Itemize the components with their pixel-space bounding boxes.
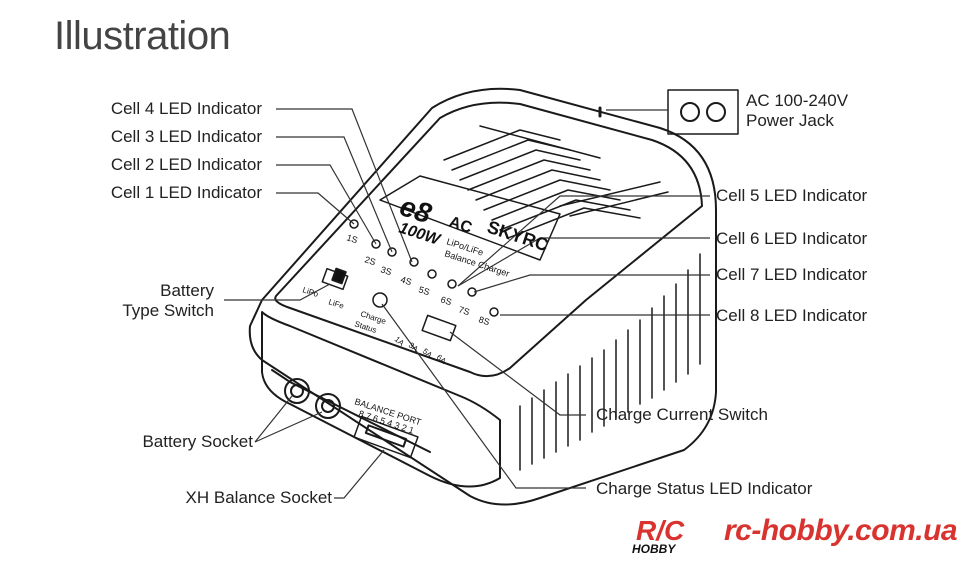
battery-socket-1 bbox=[284, 378, 310, 404]
page-title: Illustration bbox=[54, 14, 231, 58]
charge-status-led bbox=[372, 292, 388, 308]
label-cell3-led: Cell 3 LED Indicator bbox=[110, 127, 262, 146]
label-battery-type-switch-line1: Battery bbox=[160, 281, 214, 300]
cell3-led bbox=[387, 247, 397, 257]
current-3a: 3A bbox=[407, 341, 421, 355]
side-vents bbox=[519, 253, 701, 471]
label-ac-power-jack: AC 100-240V Power Jack bbox=[746, 91, 848, 131]
label-cell1-led: Cell 1 LED Indicator bbox=[110, 183, 262, 202]
rc-hobby-logo: R/C HOBBY bbox=[632, 515, 685, 556]
label-cell7-led: Cell 7 LED Indicator bbox=[716, 265, 868, 284]
charge-current-switch bbox=[421, 314, 457, 342]
label-plate bbox=[379, 175, 561, 261]
cell4-led bbox=[409, 257, 419, 267]
cell5-led bbox=[427, 269, 437, 279]
logo-rc: R/C bbox=[636, 515, 685, 546]
top-panel bbox=[274, 101, 703, 378]
label-cell8-led: Cell 8 LED Indicator bbox=[716, 306, 868, 325]
cell8-led bbox=[489, 307, 499, 317]
cell-label-7s: 7S bbox=[457, 304, 471, 317]
cell-label-5s: 5S bbox=[417, 284, 431, 297]
label-charge-current-switch: Charge Current Switch bbox=[596, 405, 768, 424]
logo-hobby: HOBBY bbox=[632, 542, 676, 556]
cell-label-8s: 8S bbox=[477, 314, 491, 327]
xh-balance-socket bbox=[353, 415, 419, 459]
cell1-led bbox=[349, 219, 359, 229]
device-ac: AC bbox=[447, 214, 475, 237]
label-cell4-led: Cell 4 LED Indicator bbox=[110, 99, 262, 118]
watermark-site: rc-hobby.com.ua bbox=[724, 514, 958, 547]
battery-socket-2 bbox=[315, 393, 341, 419]
cell2-led bbox=[371, 239, 381, 249]
label-cell2-led: Cell 2 LED Indicator bbox=[110, 155, 262, 174]
label-battery-socket: Battery Socket bbox=[142, 432, 253, 451]
switch-label-lipo: LiPo bbox=[301, 285, 320, 299]
cell6-led bbox=[447, 279, 457, 289]
label-charge-status-led: Charge Status LED Indicator bbox=[596, 479, 813, 498]
label-ac-power-jack-line2: Power Jack bbox=[746, 111, 834, 130]
label-cell6-led: Cell 6 LED Indicator bbox=[716, 229, 868, 248]
front-face bbox=[261, 311, 501, 488]
label-cell5-led: Cell 5 LED Indicator bbox=[716, 186, 868, 205]
label-ac-power-jack-line1: AC 100-240V bbox=[746, 91, 849, 110]
cell-label-3s: 3S bbox=[379, 264, 393, 277]
cell-label-6s: 6S bbox=[439, 294, 453, 307]
cell-label-1s: 1S bbox=[345, 232, 359, 245]
cell-label-2s: 2S bbox=[363, 254, 377, 267]
label-xh-balance-socket: XH Balance Socket bbox=[185, 488, 332, 507]
switch-label-life: LiFe bbox=[327, 297, 345, 311]
label-battery-type-switch-line2: Type Switch bbox=[122, 301, 214, 320]
label-battery-type-switch: Battery Type Switch bbox=[80, 281, 214, 321]
ac-power-jack bbox=[667, 89, 739, 135]
cell-label-4s: 4S bbox=[399, 274, 413, 287]
top-vents bbox=[443, 125, 669, 239]
